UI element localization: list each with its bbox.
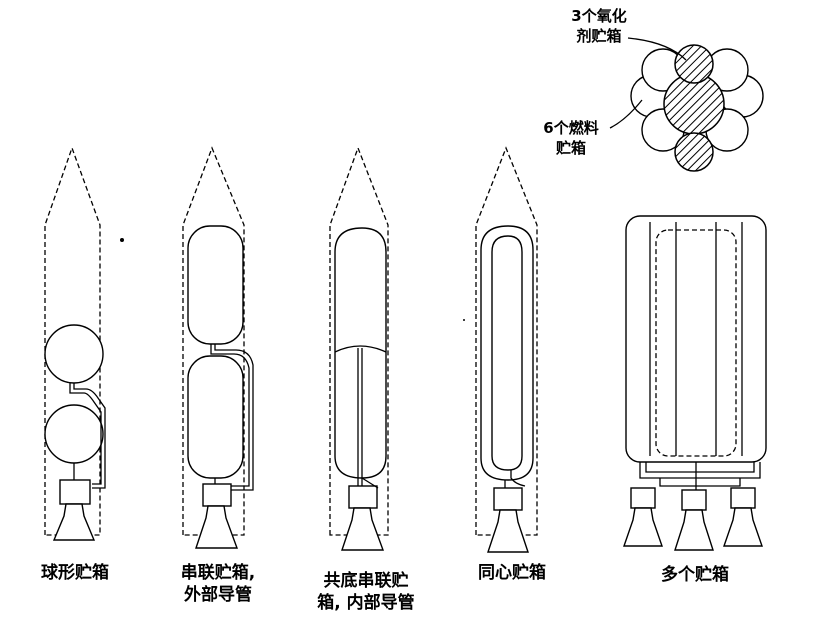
feed-pipe (73, 383, 106, 489)
fuel-tank-cluster (625, 215, 767, 463)
rocket-outline (475, 146, 538, 536)
engine-pump (730, 487, 756, 509)
external-pipe (214, 344, 254, 491)
manifold-pipe (639, 462, 761, 479)
oxidizer-tank-section (674, 44, 714, 84)
concentric-tank-rocket (475, 146, 538, 553)
fuel-label-line2: 贮箱 (555, 139, 586, 157)
oxidizer-tank-hidden (655, 229, 737, 457)
engine-pump (493, 487, 523, 511)
engine-pump (630, 487, 656, 509)
oxidizer-label-line1: 3个氧化 (571, 7, 627, 25)
oxidizer-leader-line (627, 37, 687, 61)
tandem-caption-line1: 串联贮箱, (180, 563, 256, 583)
engine-nozzle (487, 509, 529, 553)
upper-tank (187, 225, 244, 345)
engine-nozzle (52, 503, 96, 541)
spherical-tank-caption: 球形贮箱 (41, 563, 109, 583)
engine-nozzle (341, 507, 385, 551)
fuel-label-line1: 6个燃料 (543, 119, 599, 137)
engine-nozzle (623, 507, 663, 547)
speck (120, 238, 124, 242)
engine-nozzle (195, 505, 239, 549)
rocket-outline (329, 146, 389, 536)
upper-sphere-tank (44, 324, 104, 384)
speck (463, 319, 465, 321)
manifold-pipe (645, 462, 755, 473)
fuel-annotation: 6个燃料 贮箱 (526, 118, 616, 158)
engine-nozzle (723, 507, 763, 547)
engine-pump (59, 479, 91, 505)
inner-tank (491, 235, 523, 471)
lower-sphere-tank (44, 404, 104, 464)
common-caption-line2: 箱, 内部导管 (317, 593, 415, 613)
engine-nozzle (674, 509, 714, 551)
common-bulkhead-tank (334, 227, 387, 479)
oxidizer-label-line2: 剂贮箱 (576, 27, 622, 45)
tandem-tank-caption: 串联贮箱, 外部导管 (158, 562, 278, 606)
common-bulkhead-rocket (329, 146, 389, 551)
engine-pump (348, 485, 378, 509)
multi-tank-rocket (623, 215, 767, 551)
external-pipe (210, 344, 250, 487)
oxidizer-tank-section (674, 132, 714, 172)
manifold-pipe (659, 478, 741, 487)
common-bulkhead-caption: 共底串联贮 箱, 内部导管 (298, 570, 434, 614)
multi-tank-caption: 多个贮箱 (661, 565, 729, 585)
fuel-leader-line (609, 99, 643, 129)
feed-pipe (361, 477, 379, 489)
concentric-tank-caption: 同心贮箱 (478, 563, 546, 583)
oxidizer-annotation: 3个氧化 剂贮箱 (554, 6, 644, 46)
spherical-tank-rocket (44, 146, 106, 541)
lower-tank (187, 355, 244, 479)
feed-pipe (510, 470, 526, 487)
rocket-outline (182, 146, 245, 536)
engine-pump (202, 483, 232, 507)
tandem-caption-line2: 外部导管 (184, 585, 252, 605)
common-caption-line1: 共底串联贮 (323, 571, 409, 591)
feed-pipe (69, 383, 102, 485)
engine-pump (681, 489, 707, 511)
common-bulkhead (334, 345, 387, 353)
tank-cross-section (609, 37, 764, 172)
tandem-tank-rocket (182, 146, 254, 549)
